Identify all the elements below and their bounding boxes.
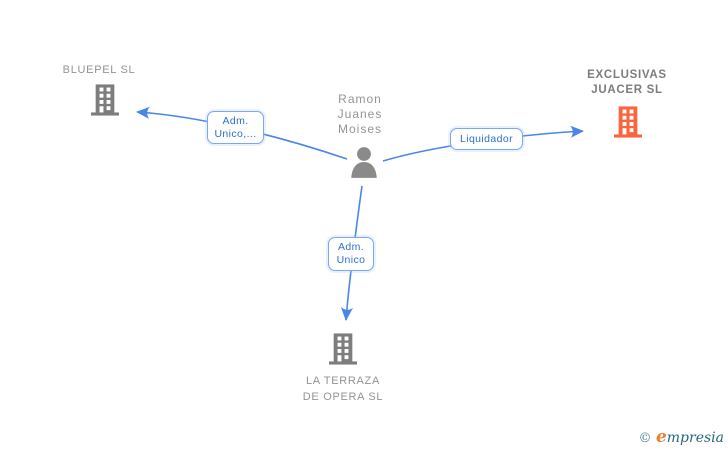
relationship-label-adm-unico-bluepel[interactable]: Adm. Unico,... [207,111,264,144]
company-node-terraza[interactable] [329,331,357,367]
person-name-line: Juanes [337,107,383,121]
person-name[interactable]: Ramon Juanes Moises [305,92,415,137]
relationship-label-liquidador[interactable]: Liquidador [450,128,523,150]
relationship-label-adm-unico-terraza[interactable]: Adm. Unico [328,237,374,271]
building-icon [329,333,357,365]
company-label-bluepel[interactable]: BLUEPEL SL [62,64,136,76]
company-label-line: LA TERRAZA [305,375,381,387]
company-node-bluepel[interactable] [91,82,119,118]
person-node[interactable] [347,146,381,180]
relationship-label-line: Liquidador [459,132,514,145]
empresia-logo[interactable]: © empresia [638,427,724,447]
company-label-line: EXCLUSIVAS [587,69,667,81]
company-label-line: DE OPERA SL [302,391,384,403]
relationship-label-line: Unico,... [214,127,257,140]
company-label-line: JUACER SL [591,84,663,96]
company-node-juacer[interactable] [614,104,642,140]
copyright-symbol: © [638,431,652,446]
person-icon [351,147,377,178]
relationship-label-line: Unico [336,254,366,266]
brand-accent-letter: e [655,427,667,447]
building-icon [614,106,642,138]
person-name-line: Ramon [338,92,382,106]
relationship-label-line: Adm. [337,241,365,253]
person-name-line: Moises [337,122,382,136]
building-icon [91,84,119,116]
company-label-terraza[interactable]: LA TERRAZA DE OPERA SL [273,373,413,405]
brand-rest: mpresia [666,430,724,446]
relationship-label-line: Adm. [222,114,249,127]
company-label-juacer[interactable]: EXCLUSIVAS JUACER SL [557,68,697,98]
